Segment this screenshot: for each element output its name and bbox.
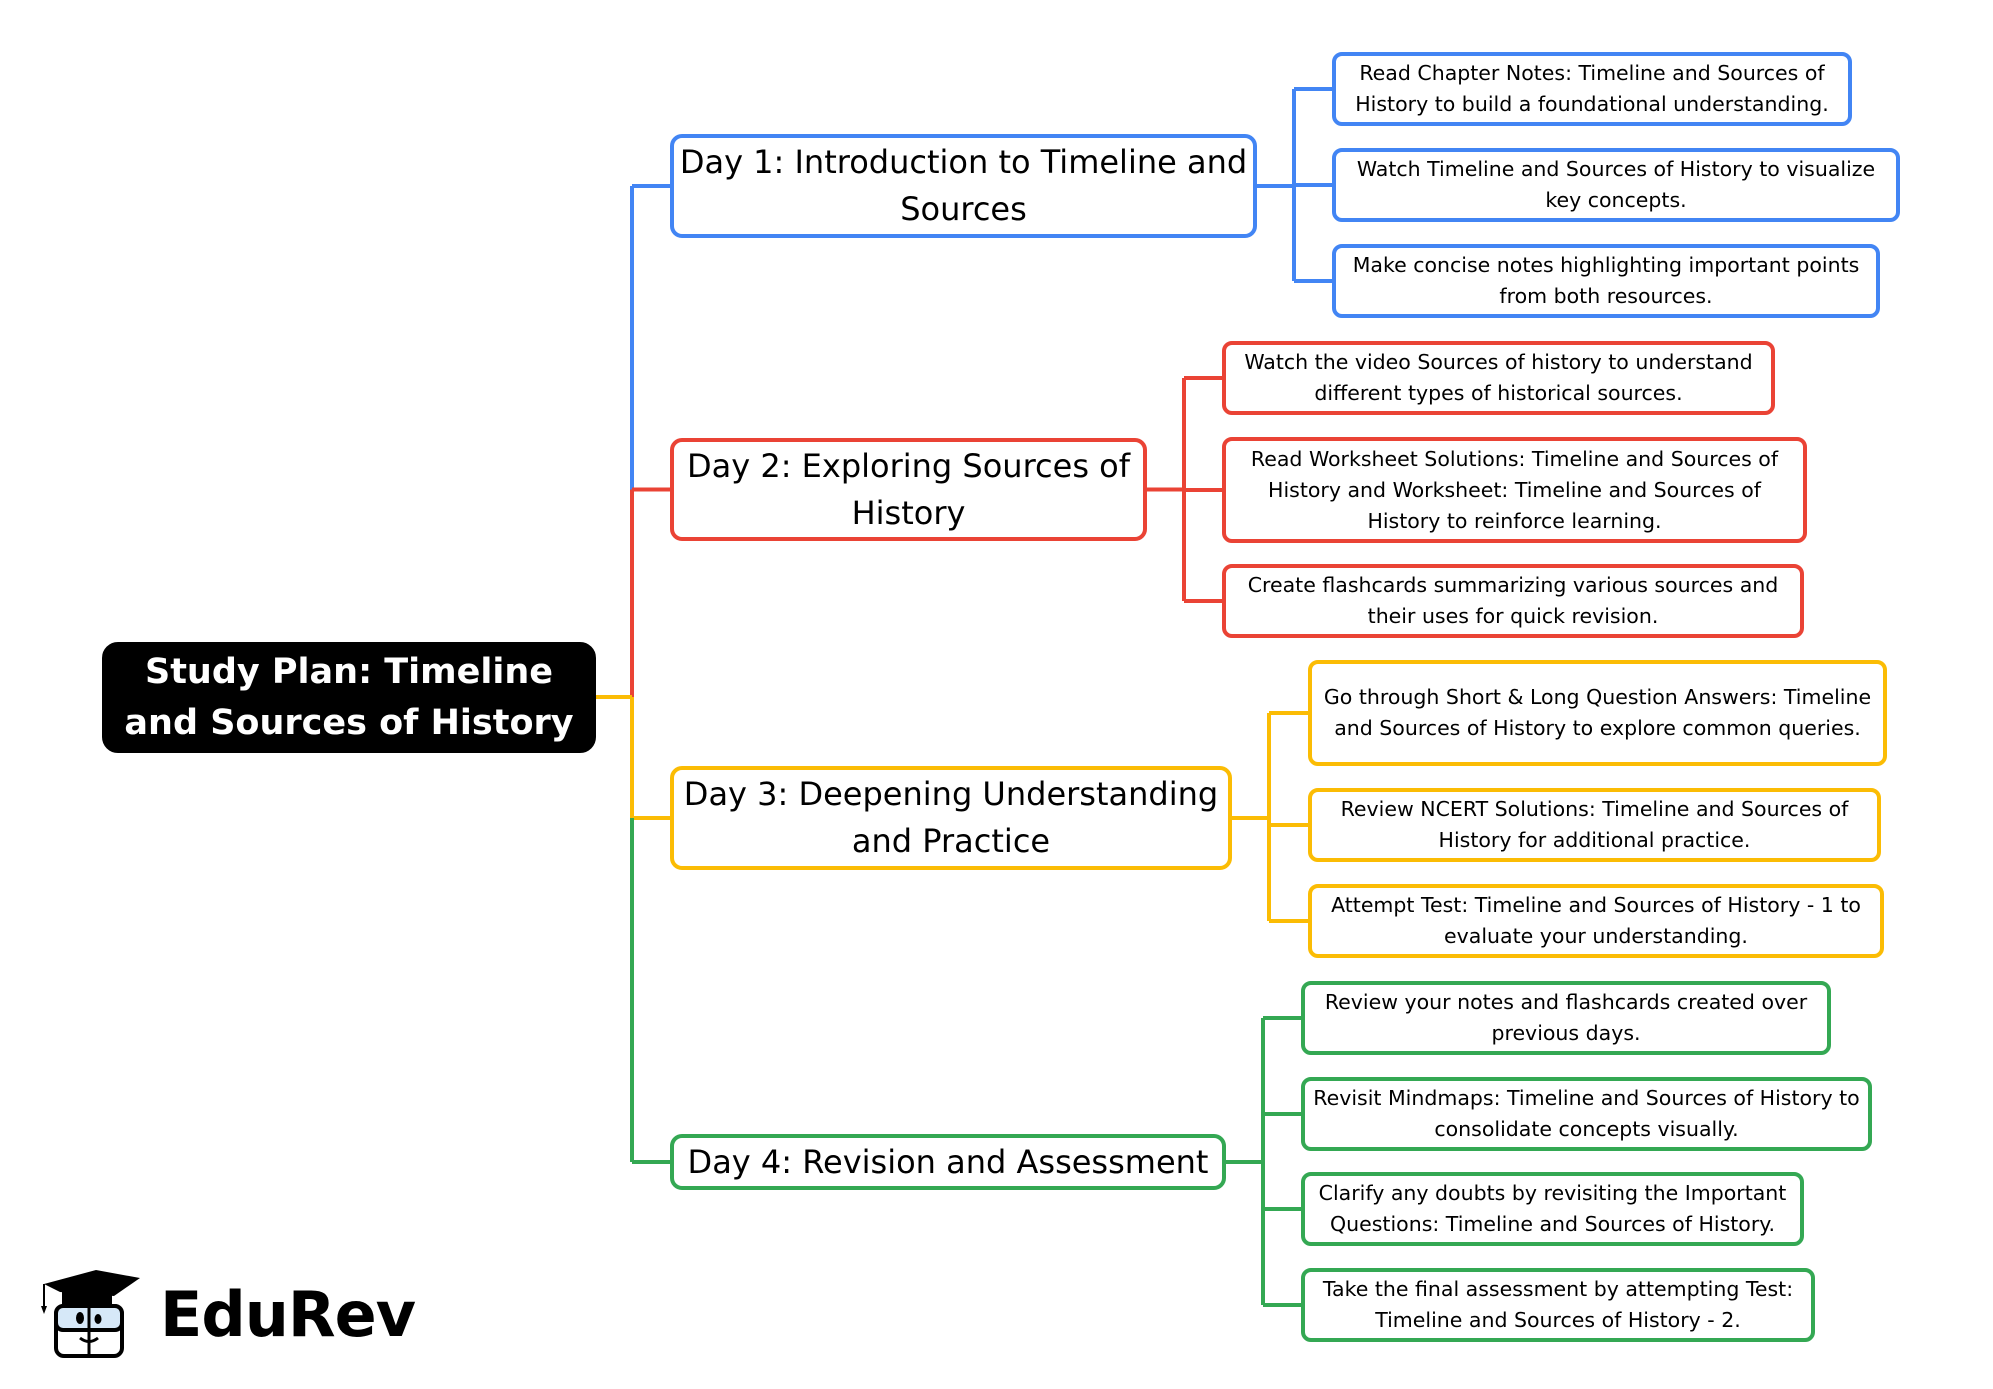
day-4-node: Day 4: Revision and Assessment bbox=[670, 1134, 1226, 1190]
task-node: Attempt Test: Timeline and Sources of Hi… bbox=[1308, 884, 1884, 958]
task-text: Revisit Mindmaps: Timeline and Sources o… bbox=[1313, 1086, 1860, 1141]
task-node: Review your notes and flashcards created… bbox=[1301, 981, 1831, 1055]
day-3-node: Day 3: Deepening Understanding and Pract… bbox=[670, 766, 1232, 870]
task-text: Attempt Test: Timeline and Sources of Hi… bbox=[1331, 893, 1861, 948]
edurev-logo: EduRev bbox=[36, 1266, 416, 1362]
task-text: Take the final assessment by attempting … bbox=[1322, 1277, 1794, 1332]
task-node: Create flashcards summarizing various so… bbox=[1222, 564, 1804, 638]
day-title: Day 4: Revision and Assessment bbox=[687, 1142, 1209, 1181]
task-text: Review your notes and flashcards created… bbox=[1324, 990, 1808, 1045]
task-node: Revisit Mindmaps: Timeline and Sources o… bbox=[1301, 1077, 1872, 1151]
task-text: Read Worksheet Solutions: Timeline and S… bbox=[1250, 446, 1779, 533]
task-node: Clarify any doubts by revisiting the Imp… bbox=[1301, 1172, 1804, 1246]
task-text: Review NCERT Solutions: Timeline and Sou… bbox=[1340, 797, 1849, 852]
day-1-node: Day 1: Introduction to Timeline and Sour… bbox=[670, 134, 1257, 238]
task-text: Create flashcards summarizing various so… bbox=[1247, 573, 1779, 628]
day-2-node: Day 2: Exploring Sources of History bbox=[670, 438, 1147, 541]
task-node: Read Chapter Notes: Timeline and Sources… bbox=[1332, 52, 1852, 126]
task-node: Go through Short & Long Question Answers… bbox=[1308, 660, 1887, 766]
root-node: Study Plan: Timeline and Sources of Hist… bbox=[102, 642, 596, 753]
task-node: Take the final assessment by attempting … bbox=[1301, 1268, 1815, 1342]
task-node: Watch Timeline and Sources of History to… bbox=[1332, 148, 1900, 222]
day-title: Day 3: Deepening Understanding and Pract… bbox=[683, 775, 1219, 860]
task-node: Read Worksheet Solutions: Timeline and S… bbox=[1222, 437, 1807, 543]
day-title: Day 1: Introduction to Timeline and Sour… bbox=[679, 143, 1248, 228]
root-title: Study Plan: Timeline and Sources of Hist… bbox=[124, 651, 574, 743]
task-text: Make concise notes highlighting importan… bbox=[1352, 253, 1860, 308]
task-node: Make concise notes highlighting importan… bbox=[1332, 244, 1880, 318]
task-text: Read Chapter Notes: Timeline and Sources… bbox=[1355, 61, 1829, 116]
logo-text: EduRev bbox=[160, 1277, 416, 1351]
task-text: Watch Timeline and Sources of History to… bbox=[1356, 157, 1876, 212]
task-node: Review NCERT Solutions: Timeline and Sou… bbox=[1308, 788, 1881, 862]
task-text: Clarify any doubts by revisiting the Imp… bbox=[1318, 1181, 1787, 1236]
task-text: Watch the video Sources of history to un… bbox=[1244, 350, 1753, 405]
task-node: Watch the video Sources of history to un… bbox=[1222, 341, 1775, 415]
day-title: Day 2: Exploring Sources of History bbox=[686, 446, 1130, 532]
mascot-icon bbox=[41, 1270, 140, 1358]
task-text: Go through Short & Long Question Answers… bbox=[1323, 685, 1872, 740]
